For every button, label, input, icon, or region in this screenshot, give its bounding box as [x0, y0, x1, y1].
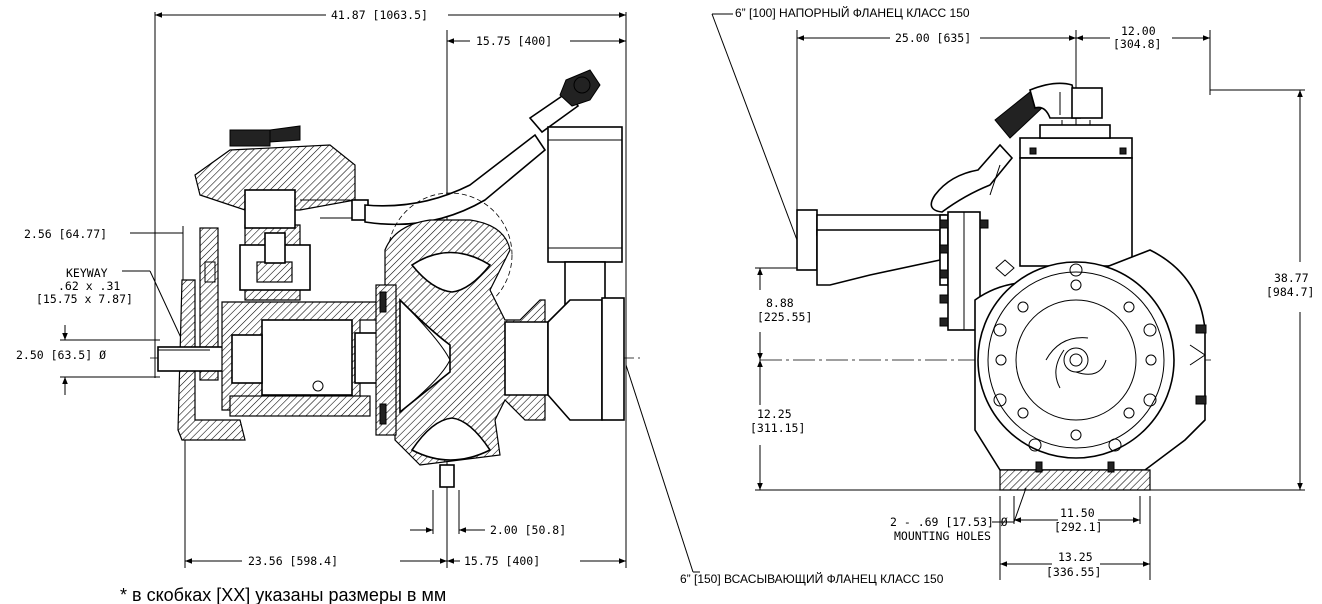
mounting-holes-size: 2 - .69 [17.53] Ø: [890, 515, 1008, 529]
overall-height-mm: [984.7]: [1266, 285, 1314, 299]
shaft-diameter-label: 2.50 [63.5] Ø: [16, 348, 106, 362]
keyway-title: KEYWAY: [66, 266, 108, 280]
drain-offset-label: 2.00 [50.8]: [490, 523, 566, 537]
discharge-flange-label: 6” [100] НАПОРНЫЙ ФЛАНЕЦ КЛАСС 150: [735, 5, 970, 20]
base-width-in: 13.25: [1058, 550, 1093, 564]
half-width-in: 12.00: [1121, 24, 1156, 38]
overall-length-label: 41.87 [1063.5]: [331, 8, 428, 22]
mounting-holes-label: MOUNTING HOLES: [894, 529, 991, 543]
overall-length-dimension: 41.87 [1063.5]: [155, 8, 626, 22]
discharge-height-mm: [225.55]: [757, 310, 812, 324]
discharge-centerline-label: 15.75 [400]: [476, 34, 552, 48]
hole-spacing-in: 11.50: [1060, 506, 1095, 520]
front-view: 6” [100] НАПОРНЫЙ ФЛАНЕЦ КЛАСС 150 25.00…: [680, 5, 1314, 586]
base-centerline-label: 23.56 [598.4]: [248, 554, 338, 568]
suction-flange-label: 6” [150] ВСАСЫВАЮЩИЙ ФЛАНЕЦ КЛАСС 150: [680, 571, 944, 586]
shaft-height-in: 12.25: [757, 407, 792, 421]
keyway-size: .62 x .31: [58, 279, 120, 293]
half-width-mm: [304.8]: [1113, 37, 1161, 51]
side-view: 41.87 [1063.5] 15.75 [400] 2.56 [64.77] …: [16, 8, 640, 568]
centerline-suction-label: 15.75 [400]: [464, 554, 540, 568]
discharge-width-label: 25.00 [635]: [895, 31, 971, 45]
base-width-mm: [336.55]: [1046, 565, 1101, 579]
overall-height-in: 38.77: [1274, 271, 1309, 285]
keyway-size-mm: [15.75 x 7.87]: [36, 292, 133, 306]
shaft-offset-label: 2.56 [64.77]: [24, 227, 107, 241]
shaft-height-mm: [311.15]: [750, 421, 805, 435]
hole-spacing-mm: [292.1]: [1054, 520, 1102, 534]
discharge-height-in: 8.88: [766, 296, 794, 310]
footnote: * в скобках [XX] указаны размеры в мм: [120, 585, 446, 604]
discharge-centerline-dimension: 15.75 [400]: [447, 34, 626, 48]
